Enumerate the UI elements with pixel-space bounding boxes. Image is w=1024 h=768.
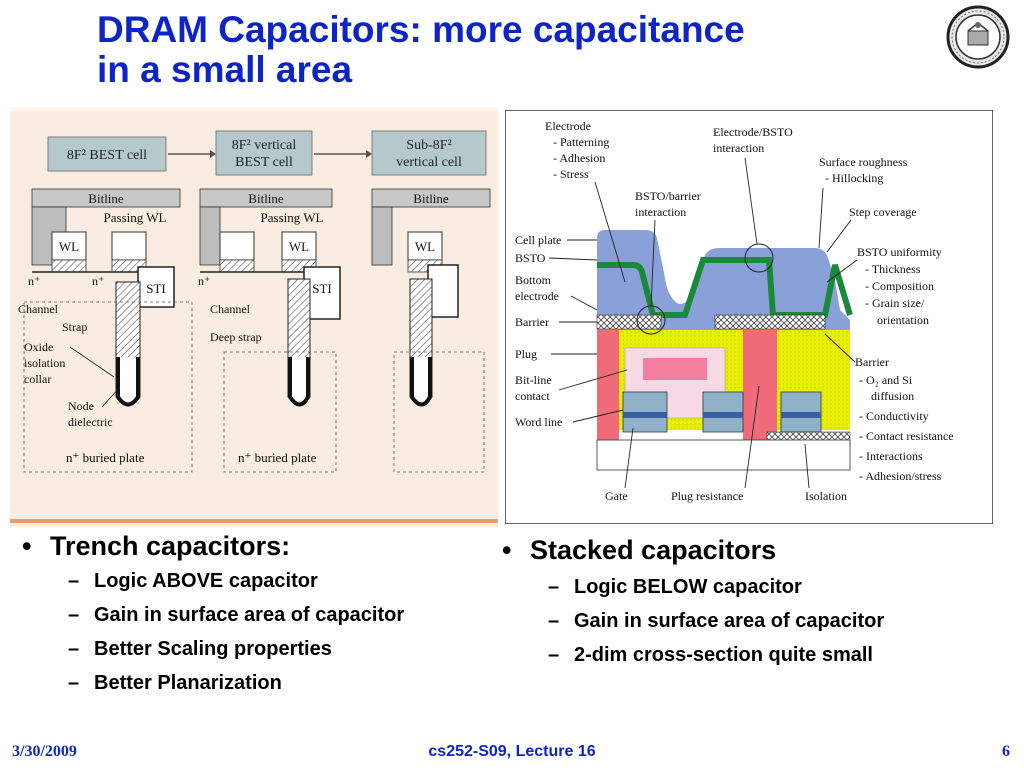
svg-text:n⁺: n⁺	[28, 274, 40, 288]
svg-text:Word line: Word line	[515, 415, 562, 429]
label-bsto-barrier: BSTO/barrier	[635, 189, 701, 203]
header-box-2	[215, 130, 313, 176]
trench-capacitor-diagram: 8F² BEST cell 8F² vertical BEST cell Sub…	[10, 107, 498, 527]
svg-text:- Patterning: - Patterning	[553, 135, 609, 149]
stacked-main-bullet: •Stacked capacitors	[502, 535, 777, 565]
svg-text:electrode: electrode	[515, 289, 559, 303]
list-item: –Gain in surface area of capacitor	[548, 610, 885, 632]
svg-text:Bitline: Bitline	[248, 191, 284, 206]
stacked-cross-section	[596, 230, 853, 471]
label-isolation: Isolation	[805, 489, 847, 503]
label-electrode-bsto: Electrode/BSTO	[713, 125, 793, 139]
svg-text:collar: collar	[24, 372, 51, 386]
list-item: –Logic ABOVE capacitor	[68, 570, 318, 592]
title-line-2: in a small area	[97, 49, 353, 90]
header-text-3a: Sub-8F²	[406, 138, 451, 153]
svg-text:BSTO: BSTO	[515, 251, 546, 265]
svg-text:Deep strap: Deep strap	[210, 330, 262, 344]
svg-text:Oxide: Oxide	[24, 340, 53, 354]
label-gate: Gate	[605, 489, 628, 503]
svg-text:STI: STI	[312, 281, 332, 296]
svg-text:n⁺ buried plate: n⁺ buried plate	[238, 450, 317, 465]
svg-text:- Adhesion/stress: - Adhesion/stress	[859, 469, 942, 483]
label-barrier: Barrier	[855, 355, 889, 369]
list-item: –2-dim cross-section quite small	[548, 644, 873, 666]
trench-main-bullet: •Trench capacitors:	[22, 531, 291, 561]
svg-text:- Grain size/: - Grain size/	[865, 296, 925, 310]
svg-text:Plug: Plug	[515, 347, 537, 361]
svg-text:n⁺: n⁺	[92, 274, 104, 288]
slide-title: DRAM Capacitors: more capacitance in a s…	[97, 10, 917, 90]
svg-text:Bottom: Bottom	[515, 273, 552, 287]
svg-text:WL: WL	[415, 239, 435, 254]
svg-text:Bitline: Bitline	[413, 191, 449, 206]
svg-text:- Thickness: - Thickness	[865, 262, 921, 276]
svg-text:- Hillocking: - Hillocking	[825, 171, 883, 185]
header-box-3	[371, 130, 487, 176]
header-text-3b: vertical cell	[396, 155, 462, 170]
svg-text:Bitline: Bitline	[88, 191, 124, 206]
header-text-1: 8F² BEST cell	[67, 148, 147, 163]
list-item: –Logic BELOW capacitor	[548, 576, 802, 598]
svg-text:- Adhesion: - Adhesion	[553, 151, 605, 165]
svg-text:- Interactions: - Interactions	[859, 449, 923, 463]
header-box-1	[47, 136, 167, 172]
trench-bullet-list: •Trench capacitors: –Logic ABOVE capacit…	[22, 530, 502, 700]
label-plug-resistance: Plug resistance	[671, 489, 743, 503]
svg-text:WL: WL	[289, 239, 309, 254]
label-step-coverage: Step coverage	[849, 205, 917, 219]
svg-text:Node: Node	[68, 399, 94, 413]
svg-text:Barrier: Barrier	[515, 315, 549, 329]
list-item: –Better Scaling properties	[68, 638, 332, 660]
svg-text:- O₂ and Si: - O₂ and Si	[859, 373, 913, 387]
trench-cell-1: Bitline WL Passing WL STI n⁺ n⁺ Channel …	[18, 188, 193, 473]
svg-text:Passing WL: Passing WL	[261, 210, 324, 225]
footer-page-number: 6	[1002, 743, 1010, 760]
footer-course: cs252-S09, Lecture 16	[428, 743, 596, 760]
svg-text:diffusion: diffusion	[871, 389, 914, 403]
svg-text:interaction: interaction	[635, 205, 686, 219]
svg-text:Strap: Strap	[62, 320, 87, 334]
svg-text:Cell plate: Cell plate	[515, 233, 561, 247]
svg-text:orientation: orientation	[877, 313, 929, 327]
svg-text:- Stress: - Stress	[553, 167, 589, 181]
svg-text:interaction: interaction	[713, 141, 764, 155]
university-seal-logo	[946, 5, 1010, 69]
svg-text:Passing WL: Passing WL	[104, 210, 167, 225]
label-electrode: Electrode	[545, 119, 591, 133]
svg-text:Channel: Channel	[18, 302, 59, 316]
trench-cell-3: Bitline WL	[371, 188, 491, 473]
title-line-1: DRAM Capacitors: more capacitance	[97, 9, 745, 50]
footer-date: 3/30/2009	[12, 743, 77, 760]
svg-text:n⁺: n⁺	[198, 274, 210, 288]
label-surface-roughness: Surface roughness	[819, 155, 908, 169]
header-text-2b: BEST cell	[235, 155, 293, 170]
svg-text:- Contact resistance: - Contact resistance	[859, 429, 954, 443]
svg-text:contact: contact	[515, 389, 550, 403]
list-item: –Gain in surface area of capacitor	[68, 604, 405, 626]
header-text-2a: 8F² vertical	[232, 138, 297, 153]
svg-text:- Conductivity: - Conductivity	[859, 409, 929, 423]
svg-text:n⁺ buried plate: n⁺ buried plate	[66, 450, 145, 465]
svg-text:isolation: isolation	[24, 356, 65, 370]
label-bsto-uniformity: BSTO uniformity	[857, 245, 942, 259]
stacked-capacitor-diagram: Electrode - Patterning - Adhesion - Stre…	[505, 110, 993, 524]
trench-cell-2: Bitline WL Passing WL STI n⁺ Channel Dee…	[198, 188, 341, 473]
svg-text:- Composition: - Composition	[865, 279, 934, 293]
list-item: –Better Planarization	[68, 672, 282, 694]
svg-text:dielectric: dielectric	[68, 415, 113, 429]
svg-text:STI: STI	[146, 281, 166, 296]
stacked-bullet-list: •Stacked capacitors –Logic BELOW capacit…	[502, 534, 1002, 672]
svg-text:Channel: Channel	[210, 302, 251, 316]
svg-text:Bit-line: Bit-line	[515, 373, 552, 387]
svg-text:WL: WL	[59, 239, 79, 254]
